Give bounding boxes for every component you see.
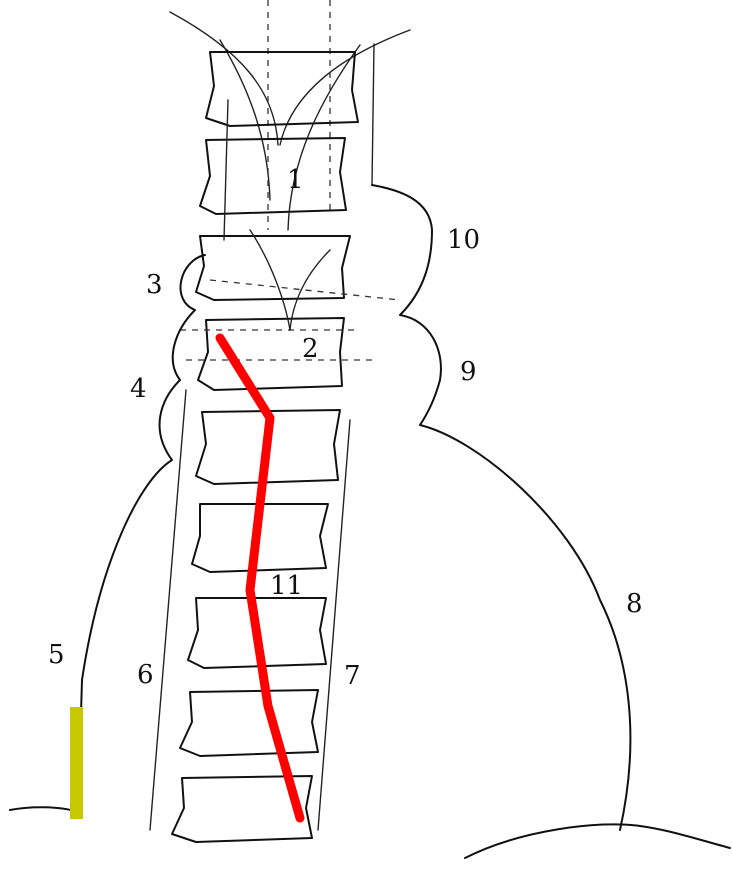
label-8: 8 [626,589,643,619]
yellow-marker-bar [70,707,83,819]
right-mass-contour [372,185,630,830]
label-7: 7 [344,661,361,691]
vertebra-t1 [180,690,318,756]
label-3: 3 [146,270,163,300]
label-1: 1 [287,165,304,195]
column-edges [150,44,400,830]
vertebra-c1 [206,52,358,126]
vertebra-c4 [198,318,344,390]
vertebra-c3 [196,236,350,300]
label-11: 11 [270,571,303,601]
label-6: 6 [137,660,154,690]
lower-right-contour [465,824,730,858]
left-neck-contour [10,255,205,812]
label-5: 5 [48,640,65,670]
label-9: 9 [460,357,477,387]
label-4: 4 [130,374,147,404]
label-2: 2 [302,334,319,364]
label-10: 10 [447,225,480,255]
vertebra-c2 [200,138,346,214]
soft-tissue-outline [10,185,730,858]
labels: 1 2 3 4 5 6 7 8 9 10 11 [48,165,643,691]
